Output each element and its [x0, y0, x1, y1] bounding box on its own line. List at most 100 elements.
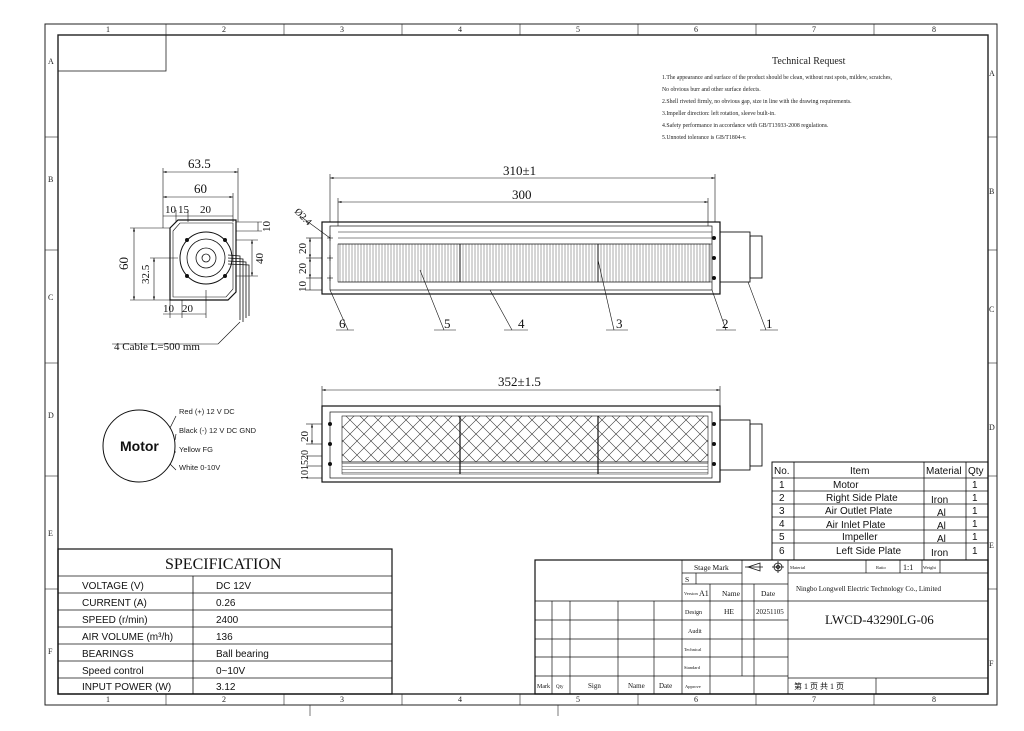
callout-1: 1	[766, 316, 773, 331]
bom-material: Al	[937, 534, 946, 545]
row-label: C	[989, 305, 994, 314]
bom-qty: 1	[972, 480, 978, 491]
technical-label: Technical	[684, 647, 702, 652]
bom-qty: 1	[972, 532, 978, 543]
spec-param: INPUT POWER (W)	[82, 682, 171, 693]
bom-item: Left Side Plate	[836, 546, 901, 557]
bom-header: Material	[926, 466, 962, 477]
row-label: D	[989, 423, 995, 432]
spec-value: 2400	[216, 615, 239, 626]
dim-10-c: 10	[297, 281, 309, 293]
wire-red: Red (+) 12 V DC	[179, 407, 235, 416]
row-label: A	[48, 57, 54, 66]
bom-item: Air Inlet Plate	[826, 520, 886, 531]
col-label: 6	[694, 25, 698, 34]
spec-param: SPEED (r/min)	[82, 615, 148, 626]
tech-request-title: Technical Request	[772, 56, 846, 67]
dim-63-5: 63.5	[188, 156, 211, 171]
bom-material: Al	[937, 508, 946, 519]
spec-title: SPECIFICATION	[165, 556, 282, 573]
version-label: Version	[684, 591, 698, 596]
row-label: B	[48, 175, 53, 184]
col-label: 5	[576, 25, 580, 34]
back-view	[306, 386, 763, 483]
col-label: 4	[458, 695, 462, 704]
tech-line: 5.Unnoted tolerance is GB/T1804-v.	[662, 135, 747, 141]
bom-header: No.	[774, 466, 790, 477]
company-name: Ningbo Longwell Electric Technology Co.,…	[796, 585, 941, 593]
front-view	[299, 174, 778, 331]
spec-value: 0.26	[216, 598, 236, 609]
callout-5: 5	[444, 316, 451, 331]
projection-symbol-icon	[745, 561, 784, 573]
date-label: Date	[761, 589, 776, 598]
design-date: 20251105	[756, 608, 784, 616]
design-label: Design	[685, 610, 702, 616]
wire-white: White 0-10V	[179, 463, 220, 472]
side-view	[112, 168, 262, 345]
wire-yellow: Yellow FG	[179, 445, 213, 454]
approve-label: Approve	[685, 684, 701, 689]
spec-value: 3.12	[216, 682, 236, 693]
dim-60-vertical: 60	[116, 257, 131, 270]
bom-no: 1	[779, 480, 785, 491]
dim-10-bottom: 10	[163, 303, 175, 315]
bom-no: 6	[779, 546, 785, 557]
ratio-label: Ratio	[876, 565, 886, 570]
bom-qty: 1	[972, 506, 978, 517]
tech-line: 1.The appearance and surface of the prod…	[662, 74, 893, 81]
dim-15-back: 15	[300, 460, 311, 470]
col-label: 6	[694, 695, 698, 704]
bom-material: Al	[937, 521, 946, 532]
bom-no: 3	[779, 506, 785, 517]
technical-request: Technical Request 1.The appearance and s…	[662, 56, 893, 141]
stage-s: S	[685, 575, 689, 584]
bom-header: Qty	[968, 466, 984, 477]
bom-item: Motor	[833, 480, 859, 491]
callout-6: 6	[339, 316, 346, 331]
spec-param: CURRENT (A)	[82, 598, 147, 609]
bom-no: 5	[779, 532, 785, 543]
name2-label: Name	[628, 682, 645, 690]
name-label: Name	[722, 589, 741, 598]
spec-value: 136	[216, 632, 233, 643]
row-label: F	[48, 647, 53, 656]
motor-label: Motor	[120, 438, 159, 454]
title-block: Stage Mark S Version A1 Name Date Design…	[534, 559, 989, 695]
material-label: Material	[790, 565, 806, 570]
designer-name: HE	[724, 607, 734, 616]
bom-material: Iron	[931, 548, 948, 559]
motor-wiring: Motor Red (+) 12 V DC Black (-) 12 V DC …	[102, 407, 257, 483]
col-label: 2	[222, 695, 226, 704]
col-label: 3	[340, 25, 344, 34]
bom-no: 2	[779, 493, 785, 504]
bom-item: Right Side Plate	[826, 493, 898, 504]
sign-label: Sign	[588, 682, 601, 690]
stage-mark-label: Stage Mark	[694, 563, 729, 572]
dim-310: 310±1	[503, 163, 536, 178]
dim-20-bottom: 20	[182, 303, 194, 315]
col-label: 8	[932, 695, 936, 704]
drawing-number: LWCD-43290LG-06	[825, 612, 934, 627]
weight-label: Weight	[923, 565, 937, 570]
dim-20-back: 20	[299, 431, 311, 443]
callout-4: 4	[518, 316, 525, 331]
spec-param: BEARINGS	[82, 649, 134, 660]
bom-qty: 1	[972, 546, 978, 557]
bom-material: Iron	[931, 495, 948, 506]
dim-60: 60	[194, 181, 207, 196]
bom-no: 4	[779, 519, 785, 530]
col-label: 1	[106, 25, 110, 34]
tech-line: 3.Impeller direction: left rotation, sle…	[662, 110, 776, 117]
ratio-value: 1:1	[903, 563, 913, 572]
bom-header: Item	[850, 466, 869, 477]
dim-352: 352±1.5	[498, 374, 541, 389]
date2-label: Date	[659, 682, 672, 690]
tech-line: 2.Shell riveted firmly, no obvious gap, …	[662, 98, 852, 105]
col-label: 3	[340, 695, 344, 704]
callout-3: 3	[616, 316, 623, 331]
row-label: B	[989, 187, 994, 196]
dim-20-a: 20	[297, 243, 309, 255]
bom-qty: 1	[972, 519, 978, 530]
